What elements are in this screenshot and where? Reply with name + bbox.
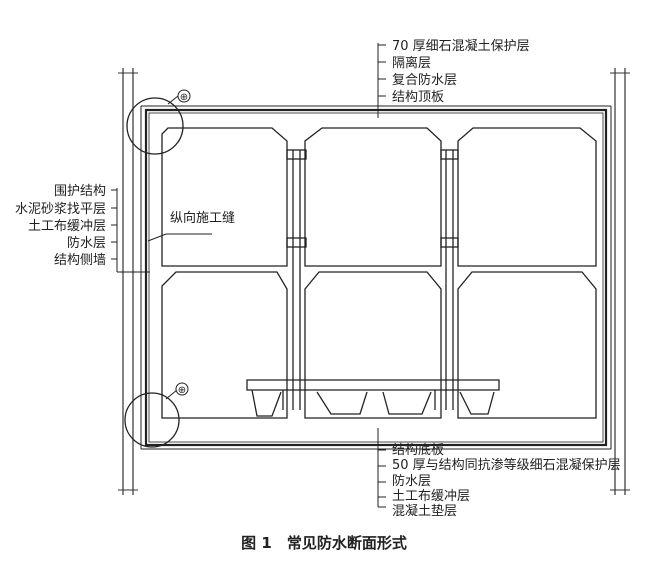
left-label-geotextile: 土工布缓冲层 <box>28 219 106 234</box>
upper-cells <box>161 127 597 267</box>
enclosure-right-wall <box>610 68 630 495</box>
bottom-leader <box>377 428 386 508</box>
enclosure-left-wall <box>118 68 138 495</box>
callout-bottom-left: ⊕ <box>124 382 189 448</box>
top-label-roof-slab: 结构顶板 <box>392 90 444 105</box>
bottom-label-protection: 50 厚与结构同抗渗等级细石混凝保护层 <box>392 457 621 473</box>
top-label-isolation: 隔离层 <box>392 55 431 71</box>
upper-cell-middle <box>304 127 442 267</box>
top-label-composite-waterproof: 复合防水层 <box>392 72 457 88</box>
left-label-side-wall: 结构侧墙 <box>54 253 106 268</box>
upper-cell-left <box>161 127 288 267</box>
lower-cell-left <box>161 271 288 419</box>
callout-bottom-symbol: ⊕ <box>178 385 186 396</box>
callout-top-left: ⊕ <box>126 89 191 155</box>
bottom-label-waterproof: 防水层 <box>392 473 431 489</box>
bottom-trough <box>246 379 500 417</box>
bottom-label-geotextile: 土工布缓冲层 <box>392 489 470 504</box>
callout-top-symbol: ⊕ <box>180 92 188 103</box>
columns <box>286 149 459 410</box>
lower-cell-right <box>457 271 597 419</box>
top-labels: 70 厚细石混凝土保护层 隔离层 复合防水层 结构顶板 <box>392 38 530 105</box>
left-label-enclosure: 围护结构 <box>54 184 106 199</box>
top-leader <box>377 43 386 118</box>
construction-joint-label: 纵向施工缝 <box>170 210 235 226</box>
bottom-labels: 结构底板 50 厚与结构同抗渗等级细石混凝保护层 防水层 土工布缓冲层 混凝土垫… <box>392 442 621 519</box>
bottom-label-base-slab: 结构底板 <box>392 442 444 458</box>
left-label-waterproof: 防水层 <box>67 235 106 251</box>
lower-cell-middle <box>304 271 442 419</box>
bottom-label-cushion: 混凝土垫层 <box>392 503 457 519</box>
left-labels: 围护结构 水泥砂浆找平层 土工布缓冲层 防水层 结构侧墙 <box>15 184 106 268</box>
figure-caption: 图 1 常见防水断面形式 <box>241 534 407 552</box>
construction-joint-marker: 纵向施工缝 <box>147 210 235 242</box>
top-label-protection: 70 厚细石混凝土保护层 <box>392 38 530 54</box>
lower-cells <box>161 271 597 419</box>
left-leader <box>111 188 150 273</box>
left-label-mortar-leveling: 水泥砂浆找平层 <box>15 202 106 217</box>
upper-cell-right <box>457 127 597 267</box>
structure-outline <box>140 105 612 450</box>
